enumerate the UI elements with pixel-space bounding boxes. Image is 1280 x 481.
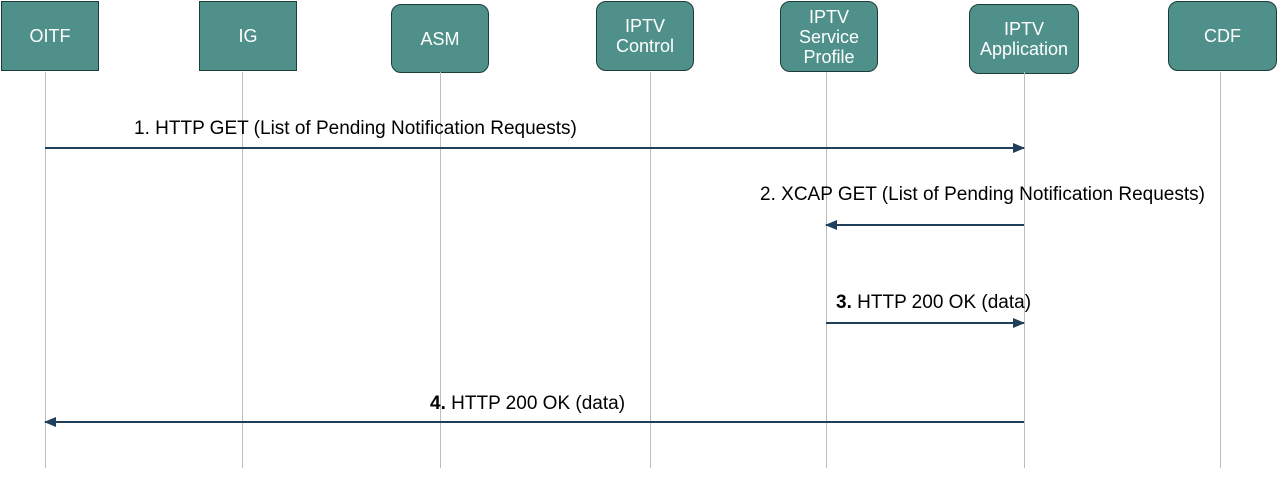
lifeline-iptv-control — [650, 72, 651, 468]
lifeline-cdf — [1220, 72, 1221, 468]
actor-ig: IG — [199, 1, 297, 71]
lifeline-asm — [440, 72, 441, 468]
actor-iptv-control: IPTV Control — [596, 1, 694, 71]
message-4-number: 4. — [430, 393, 446, 414]
message-3-text: HTTP 200 OK (data) — [857, 292, 1032, 313]
message-1-number: 1. — [134, 118, 150, 139]
lifeline-ig — [242, 72, 243, 468]
actor-oitf: OITF — [1, 1, 99, 71]
message-4-label: 4. HTTP 200 OK (data) — [430, 393, 625, 415]
message-1-label: 1. HTTP GET (List of Pending Notificatio… — [134, 118, 577, 140]
message-2-label: 2. XCAP GET (List of Pending Notificatio… — [760, 184, 1205, 206]
message-2-text: XCAP GET (List of Pending Notification R… — [781, 184, 1205, 205]
lifeline-iptv-application — [1024, 72, 1025, 468]
actor-asm: ASM — [391, 4, 489, 73]
message-1-text: HTTP GET (List of Pending Notification R… — [155, 118, 577, 139]
actor-cdf: CDF — [1168, 1, 1277, 71]
actor-iptv-service-profile: IPTV Service Profile — [780, 1, 878, 72]
lifeline-iptv-service-profile — [826, 72, 827, 468]
lifeline-oitf — [45, 72, 46, 468]
message-2-number: 2. — [760, 184, 776, 205]
message-4-text: HTTP 200 OK (data) — [451, 393, 626, 414]
message-3-label: 3. HTTP 200 OK (data) — [836, 292, 1031, 314]
message-3-number: 3. — [836, 292, 852, 313]
